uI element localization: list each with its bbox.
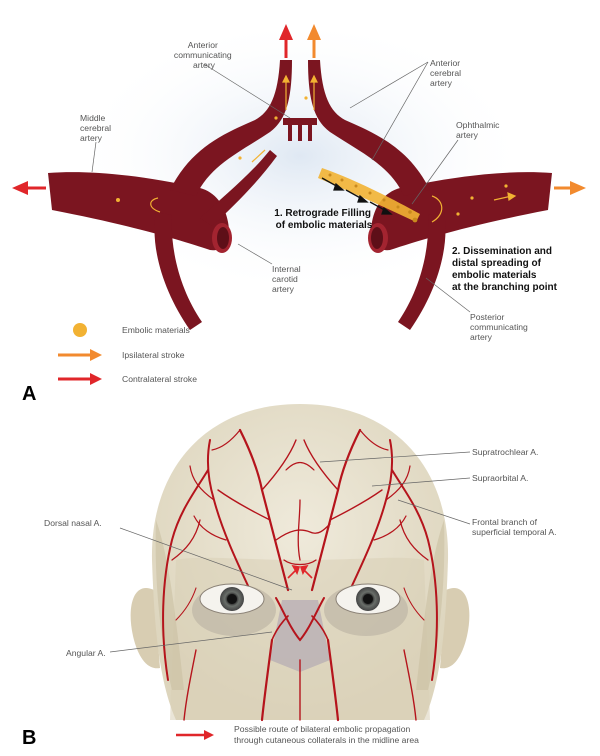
label-anterior-communicating: Anterior communicating artery	[174, 40, 234, 70]
legend-embolic: Embolic materials	[122, 325, 190, 335]
label-frontal-branch: Frontal branch of superficial temporal A…	[472, 517, 557, 537]
panel-a-leaders	[91, 61, 471, 313]
panel-a: Anterior communicating artery Anterior c…	[12, 24, 586, 405]
panel-b-leaders	[109, 451, 471, 653]
label-internal-carotid: Internal carotid artery	[272, 264, 303, 294]
right-ear	[440, 588, 470, 669]
embolic-plume	[318, 168, 420, 223]
contralateral-arrow-left	[12, 181, 46, 195]
label-supratrochlear: Supratrochlear A.	[472, 447, 538, 457]
legend-propagation: Possible route of bilateral embolic prop…	[234, 724, 419, 745]
embolic-legend-icon	[73, 323, 87, 337]
panel-a-legend: Embolic materials Ipsilateral stroke Con…	[58, 323, 197, 385]
midline-propagation-arrows	[287, 564, 313, 579]
ipsilateral-arrow-right	[554, 181, 586, 195]
ipsilateral-arrow-top	[307, 24, 321, 58]
contralateral-arrow-top	[279, 24, 293, 58]
facial-arteries	[162, 428, 438, 722]
panel-b-letter: B	[22, 727, 36, 749]
legend-contralateral: Contralateral stroke	[122, 374, 197, 384]
left-pcom	[154, 212, 202, 330]
label-dissemination: 2. Dissemination and distal spreading of…	[452, 246, 558, 293]
legend-ipsilateral: Ipsilateral stroke	[122, 350, 185, 360]
embolic-dots	[116, 96, 508, 216]
propagation-legend-icon	[176, 730, 214, 740]
label-supraorbital: Supraorbital A.	[472, 473, 528, 483]
label-middle-cerebral: Middle cerebral artery	[80, 113, 113, 143]
ipsilateral-legend-icon	[58, 349, 102, 361]
left-cerebral-arteries	[48, 60, 292, 330]
panel-a-letter: A	[22, 383, 36, 405]
label-ophthalmic: Ophthalmic artery	[456, 120, 502, 140]
right-eye	[335, 583, 401, 615]
label-posterior-communicating: Posterior communicating artery	[470, 312, 530, 342]
label-retrograde-filling: 1. Retrograde Filling of embolic materia…	[274, 208, 373, 231]
label-angular: Angular A.	[66, 648, 106, 658]
right-pcom	[398, 212, 446, 330]
panel-b: Supratrochlear A. Supraorbital A. Fronta…	[22, 404, 557, 749]
left-eye	[199, 583, 265, 615]
label-dorsal-nasal: Dorsal nasal A.	[44, 518, 102, 528]
left-aca	[170, 60, 292, 196]
contralateral-legend-icon	[58, 373, 102, 385]
anterior-communicating-artery	[283, 118, 317, 141]
label-anterior-cerebral: Anterior cerebral artery	[430, 58, 463, 88]
flow-arrows	[150, 74, 517, 223]
right-aca	[308, 60, 430, 196]
right-cerebral-arteries	[308, 60, 552, 330]
